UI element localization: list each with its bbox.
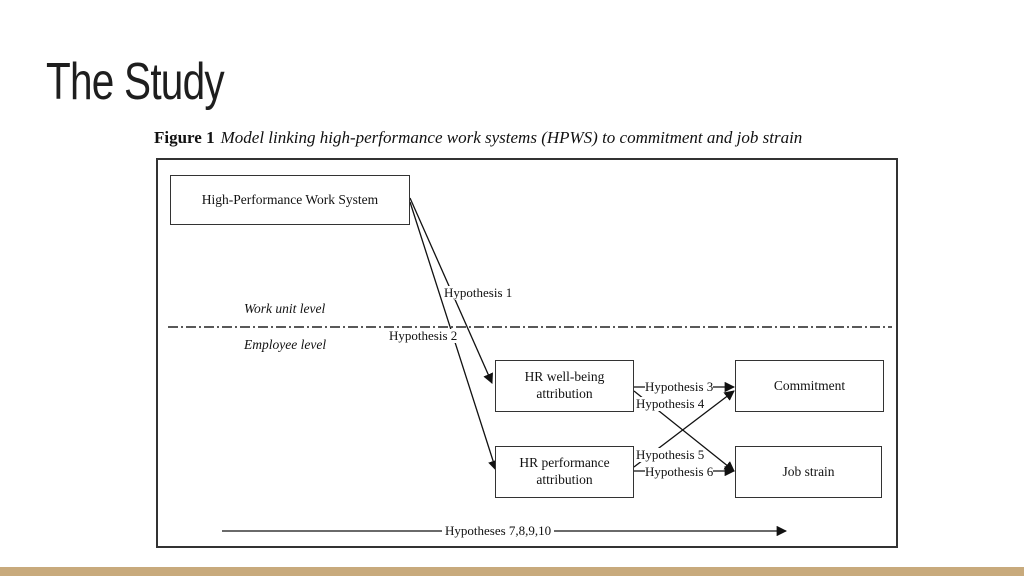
box-job-strain: Job strain	[735, 446, 882, 498]
label-hypotheses-7-10: Hypotheses 7,8,9,10	[442, 523, 555, 539]
figure-caption: Figure 1 Model linking high-performance w…	[154, 128, 802, 148]
label-hypothesis-6: Hypothesis 6	[645, 464, 714, 480]
label-hypothesis-2: Hypothesis 2	[389, 328, 458, 344]
box-hr-performance-attribution: HR performance attribution	[495, 446, 634, 498]
level-label-employee: Employee level	[244, 337, 327, 352]
box-commitment: Commitment	[735, 360, 884, 412]
figure-caption-text: Model linking high-performance work syst…	[220, 128, 803, 147]
label-hypothesis-1: Hypothesis 1	[444, 285, 513, 301]
box-hr-wellbeing-attribution: HR well-being attribution	[495, 360, 634, 412]
footer-accent-bar	[0, 567, 1024, 576]
slide-title: The Study	[46, 53, 225, 111]
figure-caption-label: Figure 1	[154, 128, 215, 147]
label-hypothesis-4: Hypothesis 4	[636, 396, 705, 412]
figure-frame: High-Performance Work System Work unit l…	[156, 158, 898, 548]
label-hypothesis-3: Hypothesis 3	[645, 379, 714, 395]
box-hpws: High-Performance Work System	[170, 175, 410, 225]
label-hypothesis-5: Hypothesis 5	[636, 447, 705, 463]
level-label-work-unit: Work unit level	[244, 301, 326, 316]
